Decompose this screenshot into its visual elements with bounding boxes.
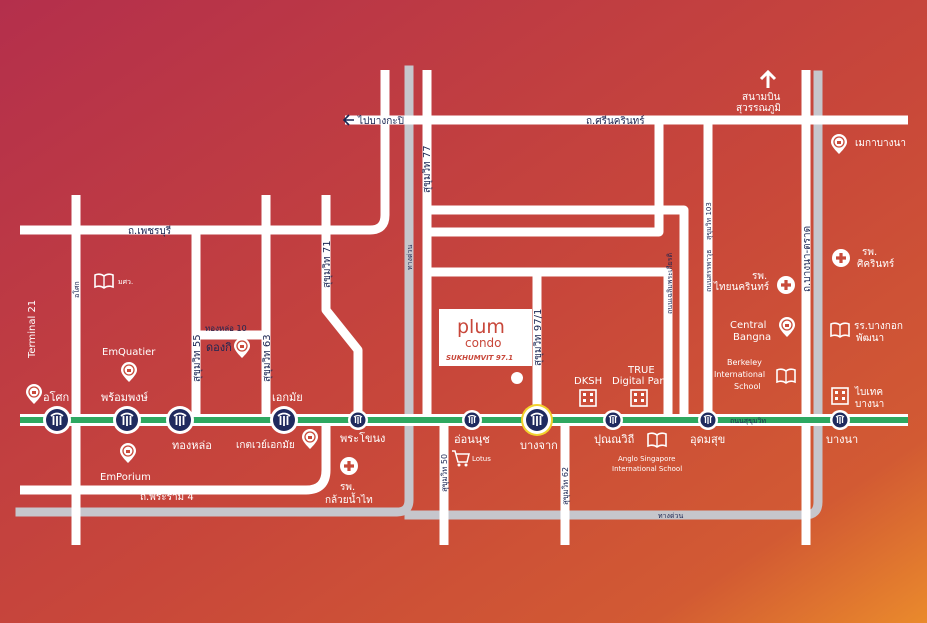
station-label-ekkamai: เอกมัย [272,391,303,404]
kluaynamthai-hospital-icon[interactable] [340,457,358,475]
road-label-terminal21: Terminal 21 [27,300,38,359]
station-phrom-phong-icon[interactable] [112,405,142,435]
poi-kluaynamthai-2: กล้วยน้ำไท [325,492,373,506]
station-phra-khanong-icon[interactable] [347,409,369,431]
road-label-sanphawut: ถนนสรรพาวุธ [705,250,713,292]
thai-nakarin-hospital-icon[interactable] [777,276,795,294]
station-bang-chak-icon[interactable] [522,405,552,435]
road-label-sukhumvit55: สุขุมวิท 55 [192,334,203,382]
road-label-srinakarin: ถ.ศรีนครินทร์ [586,115,645,127]
station-label-phrom-phong: พร้อมพงษ์ [101,391,148,404]
station-label-bang-chak: บางจาก [520,439,558,452]
logo-word-sukhumvit: SUKHUMVIT 97.1 [446,354,513,362]
poi-berkeley-3: School [734,382,761,391]
poi-true-1: TRUE [627,365,655,376]
project-logo[interactable]: plum condo SUKHUMVIT 97.1 [439,309,532,366]
logo-word-plum: plum [457,316,505,338]
road-labels: ถ.เพชรบุรี ถ.พระราม 4 ถ.ศรีนครินทร์ ไปบา… [27,92,813,520]
station-punnawithi-icon[interactable] [602,409,624,431]
road-label-to-bang-kapi: ไปบางกะปิ [357,115,404,127]
poi-kluaynamthai-1: รพ. [340,482,355,493]
station-label-bang-na: บางนา [826,433,858,446]
project-location-marker[interactable] [511,372,523,384]
road-label-sukhumvit77: สุขุมวิท 77 [422,145,433,193]
poi-anglo-2: International School [612,465,682,473]
road-label-rama4: ถ.พระราม 4 [140,492,194,503]
station-thonglor-icon[interactable] [165,405,195,435]
poi-bangkok-patana-1: รร.บางกอก [854,321,903,332]
poi-berkeley-2: International [714,370,765,379]
road-label-sukhumvit971: สุขุมวิท 97/1 [533,309,544,366]
poi-central-1: Central [730,320,766,331]
poi-bangkok-patana-2: พัฒนา [856,333,884,344]
road-label-sukhumvit103: สุขุมวิท 103 [705,202,713,240]
poi-berkeley-1: Berkeley [727,358,762,367]
logo-word-condo: condo [465,336,502,350]
bts-stations [42,404,851,436]
station-asoke-icon[interactable] [42,405,72,435]
poi-lotus: Lotus [472,455,491,463]
station-label-asoke: อโศก [43,390,69,404]
poi-dksh: DKSH [574,376,602,387]
station-on-nut-icon[interactable] [461,409,483,431]
station-label-phra-khanong: พระโขนง [340,431,385,445]
road-label-bangna-trad: ถ.บางนา-ตราด [802,226,813,292]
road-label-airport-1: สนามบิน [742,92,780,103]
road-label-tang-duan-v: ทางด่วน [406,245,414,270]
poi-thai-nakarin-2: ไทยนครินทร์ [713,281,770,293]
station-label-thonglor: ทองหล่อ [172,439,212,452]
poi-sikarin-1: รพ. [862,247,877,258]
road-network [20,70,908,545]
poi-emquartier: EmQuatier [102,347,156,358]
road-label-airport-2: สุวรรณภูมิ [736,103,781,114]
poi-sikarin-2: ศิครินทร์ [857,258,895,270]
poi-central-2: Bangna [733,332,771,343]
points-of-interest: EmQuatier EmPorium มศว. ดองกิ เกตเวย์เอก… [25,133,906,506]
poi-bitec-2: บางนา [855,399,884,410]
road-label-thonglor10: ทองหล่อ 10 [205,324,247,333]
poi-anglo-1: Anglo Singapore [618,455,675,463]
poi-thai-nakarin-1: รพ. [752,271,767,282]
poi-bitec-1: ไบเทค [854,386,883,398]
station-udom-suk-icon[interactable] [697,409,719,431]
road-label-sukhumvit-road: ถนนสุขุมวิท [730,417,766,425]
sikarin-hospital-icon[interactable] [832,249,850,267]
lotus-cart-icon[interactable] [452,450,470,467]
poi-university: มศว. [118,278,133,286]
poi-true-2: Digital Park [612,376,669,387]
poi-emporium: EmPorium [100,472,151,483]
airport-arrow-icon [759,69,777,88]
station-ekkamai-icon[interactable] [269,405,299,435]
road-label-phetchaburi: ถ.เพชรบุรี [128,225,172,237]
road-label-sukhumvit50: สุขุมวิท 50 [440,454,449,492]
station-label-on-nut: อ่อนนุช [454,433,490,446]
road-label-sukhumvit62: สุขุมวิท 62 [561,467,570,505]
poi-mega: เมกาบางนา [855,138,906,149]
road-label-sukhumvit71: สุขุมวิท 71 [322,240,333,288]
station-label-udom-suk: อุดมสุข [690,433,725,446]
station-labels: อโศก พร้อมพงษ์ ทองหล่อ เอกมัย พระโขนง อ่… [43,390,858,452]
bang-kapi-arrow-icon [342,114,354,126]
station-label-punnawithi: ปุณณวิถี [594,433,634,446]
station-bang-na-icon[interactable] [829,409,851,431]
poi-gateway: เกตเวย์เอกมัย [236,439,295,451]
road-label-sukhumvit63: สุขุมวิท 63 [262,334,273,382]
road-label-chalerm: ถนนเฉลิมพระเกียรติ [666,253,674,314]
road-label-tang-duan-h: ทางด่วน [658,512,683,520]
road-label-asoke-v: อโศก [72,281,81,298]
poi-donki: ดองกิ [206,341,232,354]
